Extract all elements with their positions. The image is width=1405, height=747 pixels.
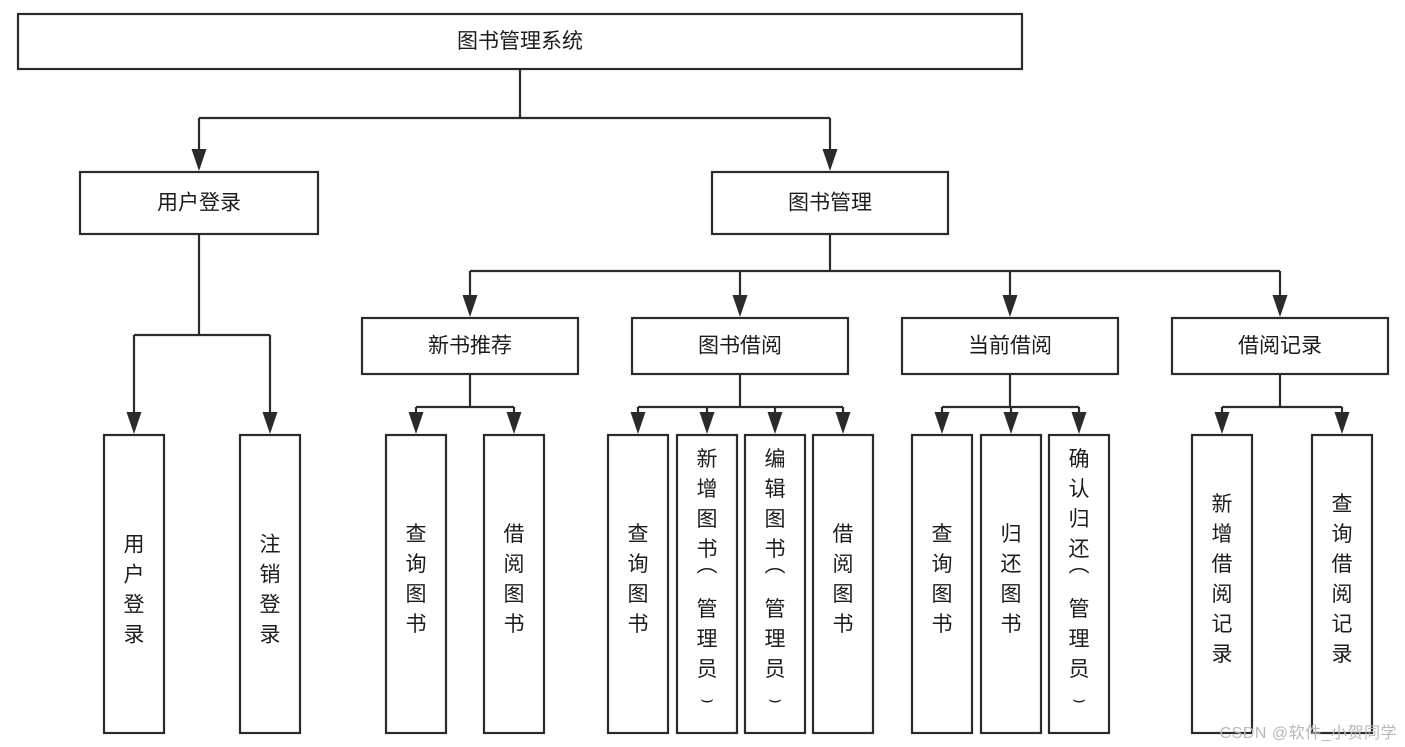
node-box	[1170, 316, 1390, 376]
node-box	[1047, 433, 1111, 735]
node-book-manage[interactable]: 图书管理	[710, 170, 950, 236]
arrowhead-icon	[822, 149, 838, 171]
node-label: 新增图书⌒管理员⌣	[697, 448, 718, 711]
arrowhead-icon	[1272, 295, 1288, 317]
arrowhead-icon	[699, 412, 715, 434]
arrowhead-icon	[630, 412, 646, 434]
node-leaf-logout[interactable]: 注销登录	[238, 433, 302, 735]
arrowhead-icon	[1334, 412, 1350, 434]
connector-layer	[126, 69, 1350, 434]
node-box	[1310, 433, 1374, 735]
node-box	[979, 433, 1043, 735]
node-label: 借阅图书	[833, 523, 854, 636]
arrowhead-icon	[1002, 295, 1018, 317]
node-leaf-query-record[interactable]: 查询借阅记录	[1310, 433, 1374, 735]
node-label: 注销登录	[260, 534, 281, 647]
node-box	[675, 433, 739, 735]
node-borrow-record[interactable]: 借阅记录	[1170, 316, 1390, 376]
arrowhead-icon	[126, 412, 142, 434]
node-label: 查询图书	[628, 523, 649, 636]
node-leaf-borrow-book-2[interactable]: 借阅图书	[811, 433, 875, 735]
node-box	[238, 433, 302, 735]
arrowhead-icon	[1003, 412, 1019, 434]
node-layer: 图书管理系统用户登录图书管理新书推荐图书借阅当前借阅借阅记录用户登录注销登录查询…	[16, 12, 1390, 735]
node-box	[811, 433, 875, 735]
arrowhead-icon	[506, 412, 522, 434]
arrowhead-icon	[462, 295, 478, 317]
node-box	[360, 316, 580, 376]
node-label: 查询图书	[406, 523, 427, 636]
node-box	[482, 433, 546, 735]
node-box	[16, 12, 1024, 71]
node-leaf-add-record[interactable]: 新增借阅记录	[1190, 433, 1254, 735]
node-leaf-borrow-book-1[interactable]: 借阅图书	[482, 433, 546, 735]
node-label: 当前借阅	[968, 335, 1052, 358]
node-leaf-query-book-2[interactable]: 查询图书	[606, 433, 670, 735]
node-user-login[interactable]: 用户登录	[78, 170, 320, 236]
node-label: 用户登录	[157, 192, 241, 215]
node-label: 借阅图书	[504, 523, 525, 636]
node-box	[606, 433, 670, 735]
node-leaf-add-book[interactable]: 新增图书⌒管理员⌣	[675, 433, 739, 735]
node-leaf-query-book-1[interactable]: 查询图书	[384, 433, 448, 735]
arrowhead-icon	[191, 149, 207, 171]
arrowhead-icon	[408, 412, 424, 434]
node-label: 查询图书	[932, 523, 953, 636]
node-label: 编辑图书⌒管理员⌣	[765, 448, 786, 711]
node-box	[710, 170, 950, 236]
node-label: 图书借阅	[698, 335, 782, 358]
node-leaf-return-book[interactable]: 归还图书	[979, 433, 1043, 735]
node-label: 确认归还⌒管理员⌣	[1069, 448, 1090, 711]
node-box	[743, 433, 807, 735]
arrowhead-icon	[262, 412, 278, 434]
node-box	[910, 433, 974, 735]
node-root[interactable]: 图书管理系统	[16, 12, 1024, 71]
node-label: 借阅记录	[1238, 335, 1322, 358]
node-label: 查询借阅记录	[1332, 493, 1353, 666]
node-book-borrow[interactable]: 图书借阅	[630, 316, 850, 376]
node-box	[78, 170, 320, 236]
arrowhead-icon	[732, 295, 748, 317]
node-label: 图书管理	[788, 192, 872, 215]
node-leaf-edit-book[interactable]: 编辑图书⌒管理员⌣	[743, 433, 807, 735]
arrowhead-icon	[934, 412, 950, 434]
csdn-watermark: CSDN @软件_小贺同学	[1219, 725, 1397, 742]
node-leaf-user-login[interactable]: 用户登录	[102, 433, 166, 735]
node-label: 归还图书	[1001, 523, 1022, 636]
node-box	[384, 433, 448, 735]
node-box	[630, 316, 850, 376]
node-new-book-rec[interactable]: 新书推荐	[360, 316, 580, 376]
node-box	[102, 433, 166, 735]
node-leaf-confirm-return[interactable]: 确认归还⌒管理员⌣	[1047, 433, 1111, 735]
node-label: 新增借阅记录	[1212, 493, 1233, 666]
arrowhead-icon	[1214, 412, 1230, 434]
node-box	[900, 316, 1120, 376]
arrowhead-icon	[1071, 412, 1087, 434]
node-box	[1190, 433, 1254, 735]
node-current-borrow[interactable]: 当前借阅	[900, 316, 1120, 376]
node-label: 图书管理系统	[457, 30, 583, 53]
node-leaf-query-book-3[interactable]: 查询图书	[910, 433, 974, 735]
arrowhead-icon	[835, 412, 851, 434]
node-label: 新书推荐	[428, 335, 512, 358]
arrowhead-icon	[767, 412, 783, 434]
node-label: 用户登录	[124, 534, 145, 647]
